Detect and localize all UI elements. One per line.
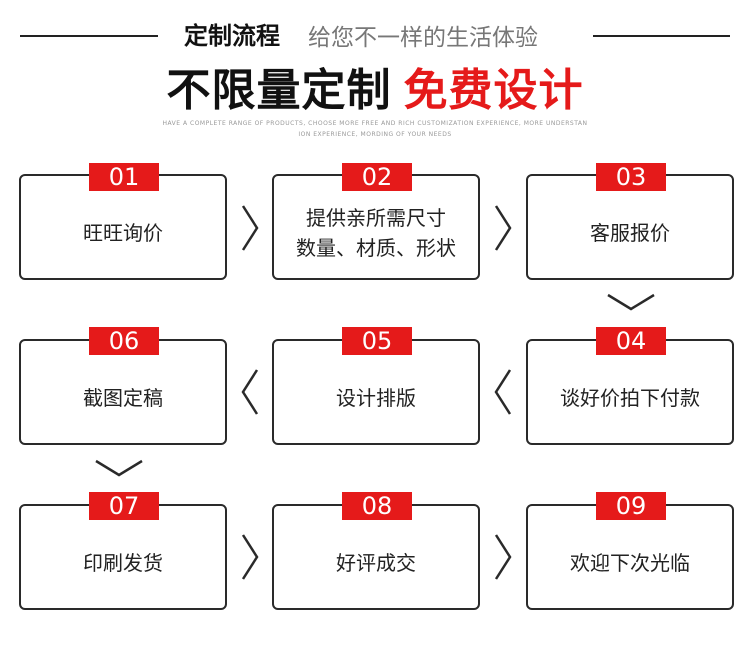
step-label: 好评成交 [274, 506, 478, 608]
step-number-badge: 05 [342, 327, 412, 355]
step-card-03: 03 客服报价 [526, 163, 734, 280]
header-divider-right [593, 35, 730, 37]
step-card-01: 01 旺旺询价 [19, 163, 227, 280]
step-label: 谈好价拍下付款 [528, 341, 732, 443]
step-card-08: 08 好评成交 [272, 492, 480, 610]
step-number-badge: 06 [89, 327, 159, 355]
step-label-line: 截图定稿 [83, 386, 163, 410]
step-label: 提供亲所需尺寸数量、材质、形状 [274, 176, 478, 278]
step-number-badge: 09 [596, 492, 666, 520]
step-label: 欢迎下次光临 [528, 506, 732, 608]
step-label-line: 好评成交 [336, 551, 416, 575]
step-card-09: 09 欢迎下次光临 [526, 492, 734, 610]
step-number-badge: 08 [342, 492, 412, 520]
chevron-right-icon [493, 204, 513, 252]
step-card-04: 04 谈好价拍下付款 [526, 327, 734, 445]
chevron-right-icon [493, 533, 513, 581]
english-tagline-line2: ION EXPERIENCE, MORDING OF YOUR NEEDS [298, 131, 452, 138]
step-number-badge: 03 [596, 163, 666, 191]
section-title: 定制流程 [184, 22, 280, 50]
chevron-left-icon [240, 368, 260, 416]
chevron-right-icon [240, 204, 260, 252]
step-label-line: 提供亲所需尺寸 [306, 206, 446, 230]
chevron-down-icon [606, 292, 656, 312]
step-number-badge: 02 [342, 163, 412, 191]
step-label-line: 旺旺询价 [83, 221, 163, 245]
main-title-part1: 不限量定制 [166, 65, 392, 116]
english-tagline-line1: HAVE A COMPLETE RANGE OF PRODUCTS, CHOOS… [162, 120, 588, 127]
step-label-line: 数量、材质、形状 [296, 236, 456, 260]
step-label-line: 客服报价 [590, 221, 670, 245]
main-title: 不限量定制免费设计 [0, 54, 750, 118]
step-card-05: 05 设计排版 [272, 327, 480, 445]
step-label: 设计排版 [274, 341, 478, 443]
step-label: 客服报价 [528, 176, 732, 278]
step-number-badge: 04 [596, 327, 666, 355]
step-card-06: 06 截图定稿 [19, 327, 227, 445]
step-label-line: 谈好价拍下付款 [560, 386, 700, 410]
chevron-down-icon [94, 458, 144, 478]
chevron-right-icon [240, 533, 260, 581]
main-title-part2: 免费设计 [403, 65, 584, 116]
step-label: 旺旺询价 [21, 176, 225, 278]
step-number-badge: 01 [89, 163, 159, 191]
step-label-line: 欢迎下次光临 [570, 551, 690, 575]
english-tagline: HAVE A COMPLETE RANGE OF PRODUCTS, CHOOS… [0, 118, 750, 140]
step-label-line: 印刷发货 [83, 551, 163, 575]
chevron-left-icon [493, 368, 513, 416]
step-label-line: 设计排版 [336, 386, 416, 410]
header-divider-left [20, 35, 158, 37]
step-label: 截图定稿 [21, 341, 225, 443]
section-subtitle: 给您不一样的生活体验 [308, 25, 538, 51]
step-card-02: 02 提供亲所需尺寸数量、材质、形状 [272, 163, 480, 280]
step-number-badge: 07 [89, 492, 159, 520]
step-card-07: 07 印刷发货 [19, 492, 227, 610]
step-label: 印刷发货 [21, 506, 225, 608]
